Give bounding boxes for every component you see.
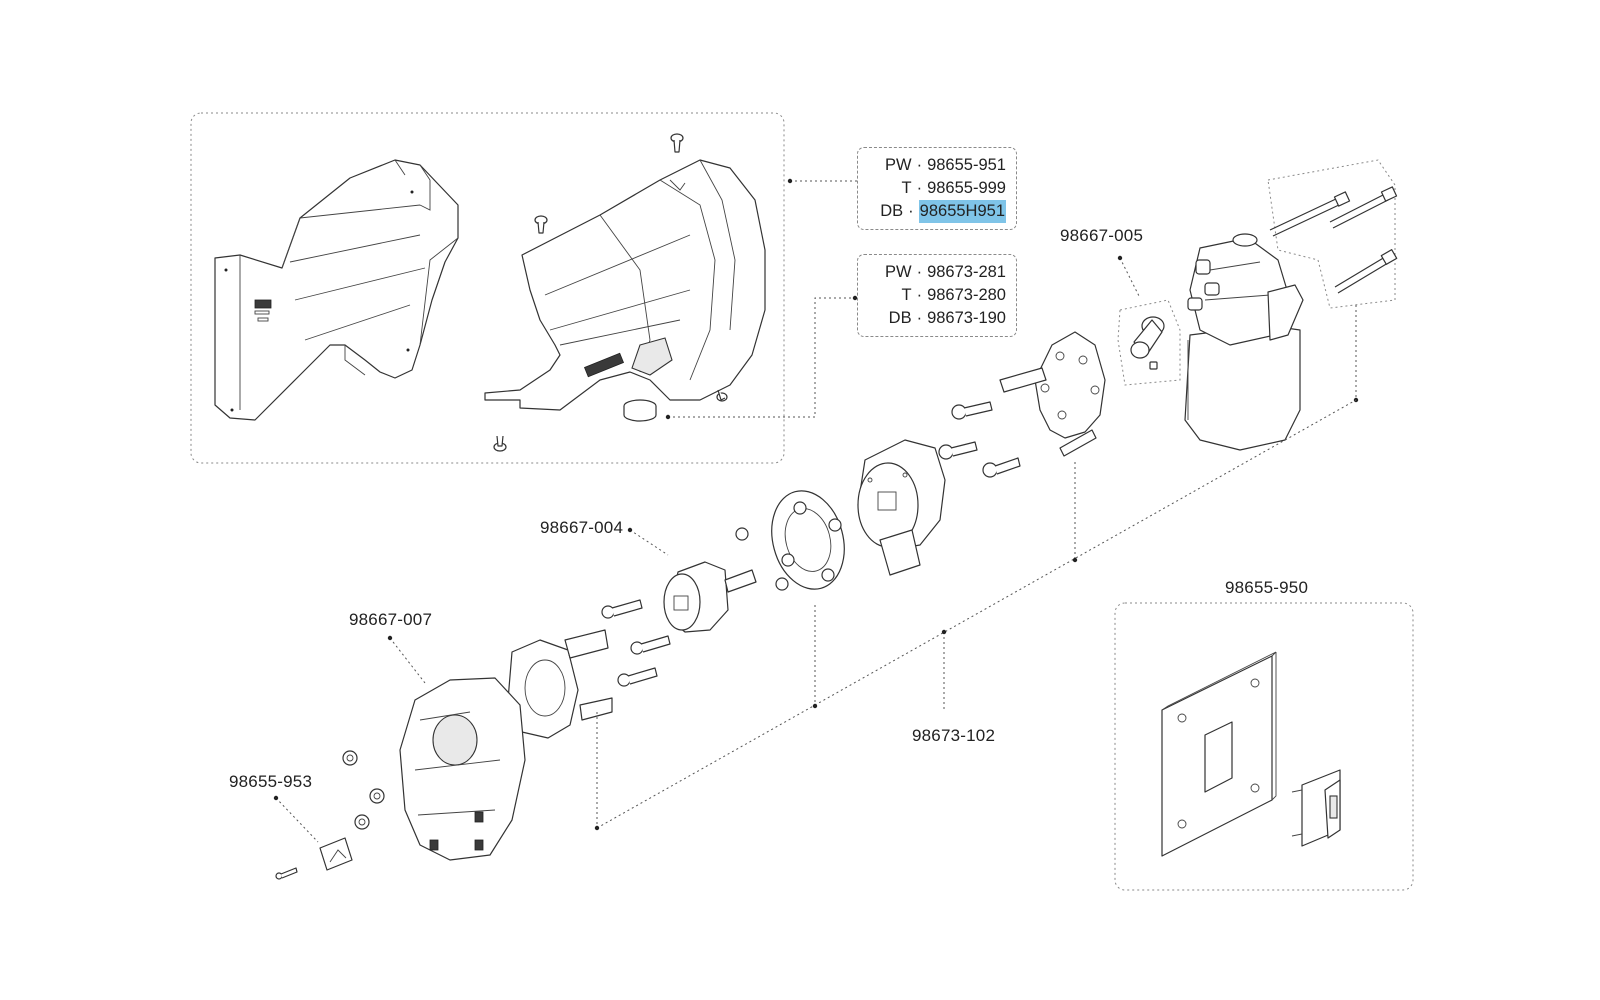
code-prefix: DB xyxy=(880,202,904,220)
screw-small-3 xyxy=(617,667,658,687)
screw-plate-1 xyxy=(951,401,993,420)
code-row-cap-t: T · 98673-280 xyxy=(868,284,1006,307)
leader-98667-007 xyxy=(389,637,426,684)
motor-unit xyxy=(1184,233,1304,451)
microswitch-98655-953 xyxy=(319,837,353,871)
bolts-group-frame xyxy=(1267,159,1396,309)
screw-plate-2 xyxy=(938,441,978,460)
cover-screw-right xyxy=(716,389,728,402)
code-value: 98655-999 xyxy=(927,179,1006,197)
long-bolts xyxy=(1269,186,1398,294)
label-98655-953: 98655-953 xyxy=(229,772,313,791)
leader-98655-953 xyxy=(275,797,319,843)
code-prefix: DB xyxy=(888,309,912,327)
coupling-frame xyxy=(1117,299,1181,386)
code-separator: · xyxy=(916,286,923,304)
screw-flange-2 xyxy=(775,577,789,591)
code-value: 98655-951 xyxy=(927,156,1006,174)
code-prefix: T xyxy=(901,286,912,304)
label-98667-004: 98667-004 xyxy=(540,518,624,537)
leader-assembly-main xyxy=(596,399,1357,829)
left-cover-shell xyxy=(214,159,459,421)
coupling-98667-005 xyxy=(1130,316,1165,370)
code-box-cap: PW · 98673-281 T · 98673-280 DB · 98673-… xyxy=(857,254,1017,337)
code-prefix: T xyxy=(901,179,912,197)
code-separator: · xyxy=(916,263,923,281)
housing-98667-007 xyxy=(399,677,526,861)
spacer-3 xyxy=(354,814,370,830)
coupling-98667-004 xyxy=(663,561,757,633)
code-row-cap-pw: PW · 98673-281 xyxy=(868,261,1006,284)
code-row-cover-db: DB · 98655H951 xyxy=(868,200,1006,223)
code-row-cover-t: T · 98655-999 xyxy=(868,177,1006,200)
drive-plate xyxy=(999,331,1106,457)
screw-flange-1 xyxy=(735,527,749,541)
spacer-1 xyxy=(342,750,358,766)
label-98667-005: 98667-005 xyxy=(1060,226,1144,245)
code-separator: · xyxy=(916,156,923,174)
code-value: 98673-190 xyxy=(927,309,1006,327)
bearing-plate xyxy=(507,629,613,739)
cover-group-frame xyxy=(190,112,785,464)
code-value-highlighted: 98655H951 xyxy=(918,200,1006,223)
spacer-2 xyxy=(369,788,385,804)
code-row-cap-db: DB · 98673-190 xyxy=(868,307,1006,330)
screw-plate-3 xyxy=(982,457,1021,478)
flange-ring xyxy=(771,490,845,590)
leader-98667-004 xyxy=(629,529,669,556)
switch-panel-plate xyxy=(1161,651,1277,857)
microswitch-screw xyxy=(275,867,298,880)
screw-small-1 xyxy=(601,599,643,619)
code-prefix: PW xyxy=(884,156,912,174)
cover-screw-bottom xyxy=(493,435,507,452)
code-row-cover-pw: PW · 98655-951 xyxy=(868,154,1006,177)
right-cover-shell xyxy=(484,159,766,411)
leader-98667-005 xyxy=(1119,257,1141,299)
code-separator: · xyxy=(908,202,914,220)
rocker-switch xyxy=(1291,769,1341,847)
code-value: 98673-281 xyxy=(927,263,1006,281)
label-98673-102: 98673-102 xyxy=(912,726,996,745)
cover-screw-top xyxy=(670,133,684,153)
cap-plug xyxy=(623,399,657,422)
code-box-cover: PW · 98655-951 T · 98655-999 DB · 98655H… xyxy=(857,147,1017,230)
label-98655-950: 98655-950 xyxy=(1225,578,1309,597)
code-separator: · xyxy=(916,309,923,327)
switch-group-frame xyxy=(1114,602,1414,891)
screw-small-2 xyxy=(630,635,671,655)
gearbox-drum xyxy=(857,439,946,576)
cover-screw-left xyxy=(534,215,548,234)
code-prefix: PW xyxy=(884,263,912,281)
label-98667-007: 98667-007 xyxy=(349,610,433,629)
code-value: 98673-280 xyxy=(927,286,1006,304)
code-separator: · xyxy=(916,179,923,197)
leader-cap-codes xyxy=(668,297,855,418)
